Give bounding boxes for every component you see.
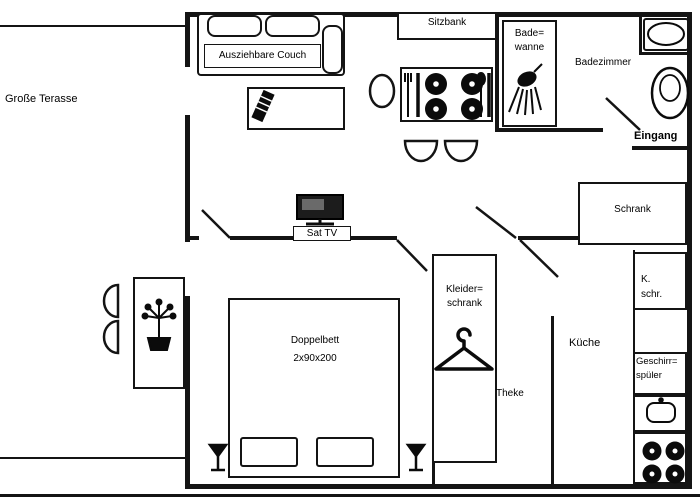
label-bathtub-cabin: Bade= wanne <box>514 28 545 53</box>
label-kitchen: Küche <box>569 337 601 349</box>
plate-icons <box>425 73 483 120</box>
pillow <box>240 437 298 467</box>
stove-burner-icons <box>642 441 685 484</box>
label-couch: Ausziehbare Couch <box>204 44 321 68</box>
potted-plant-icon <box>141 298 177 351</box>
wall-hall-1 <box>185 236 199 240</box>
label-terrace: Große Terasse <box>5 93 78 105</box>
small-cabinet <box>633 252 687 310</box>
couch-cushion <box>265 15 320 37</box>
label-bathroom: Badezimmer <box>575 57 632 68</box>
wall-counter <box>551 316 554 484</box>
remote-icon <box>251 89 275 123</box>
floor-lamp-icons <box>207 443 427 472</box>
wardrobe <box>432 254 497 463</box>
wall-dining-bath <box>495 12 499 132</box>
wall-tub-left <box>639 12 642 54</box>
shower-icon <box>508 63 543 116</box>
wall-tub-bottom <box>639 52 688 55</box>
wall-left-2 <box>185 115 190 242</box>
bench <box>397 12 497 40</box>
label-bench: Sitzbank <box>427 17 467 28</box>
wall-hall-3 <box>518 236 578 240</box>
terrace-line-top <box>0 25 187 27</box>
label-entrance: Eingang <box>634 130 678 142</box>
bath-sink-icon <box>650 66 690 120</box>
kitchen-sink-icon <box>646 397 676 423</box>
dining-chair-icons <box>368 73 479 163</box>
door-swing-lines <box>201 97 641 278</box>
cutlery-icons <box>404 72 491 117</box>
bathtub-basin <box>647 22 685 46</box>
label-counter: Theke <box>496 388 524 399</box>
label-wardrobe: Kleider= schrank <box>446 284 483 309</box>
wall-left-3 <box>185 296 190 489</box>
label-small-cabinet: K. schr. <box>641 274 663 300</box>
dishwasher <box>633 352 687 395</box>
wall-bottom <box>185 484 692 489</box>
page-bottom-line <box>0 494 700 497</box>
couch-cushion <box>207 15 262 37</box>
tv-icon <box>296 194 344 226</box>
pillow <box>316 437 374 467</box>
terrace-chair-icons <box>102 283 120 355</box>
hanger-icon <box>434 327 494 371</box>
couch-armrest <box>322 25 343 74</box>
wall-wardrobe-ext <box>432 461 435 485</box>
label-closet: Schrank <box>614 204 651 215</box>
closet <box>578 182 687 245</box>
wall-bath-bottom <box>495 128 603 132</box>
terrace-line-bottom <box>0 457 187 459</box>
label-bed-size: 2x90x200 <box>293 353 337 364</box>
label-bed: Doppelbett <box>290 335 340 346</box>
wall-left-1 <box>185 12 190 67</box>
entrance-underline <box>632 146 688 150</box>
label-tv: Sat TV <box>293 226 351 241</box>
label-dishwasher: Geschirr= spüler <box>636 356 678 381</box>
wall-right <box>687 12 692 489</box>
